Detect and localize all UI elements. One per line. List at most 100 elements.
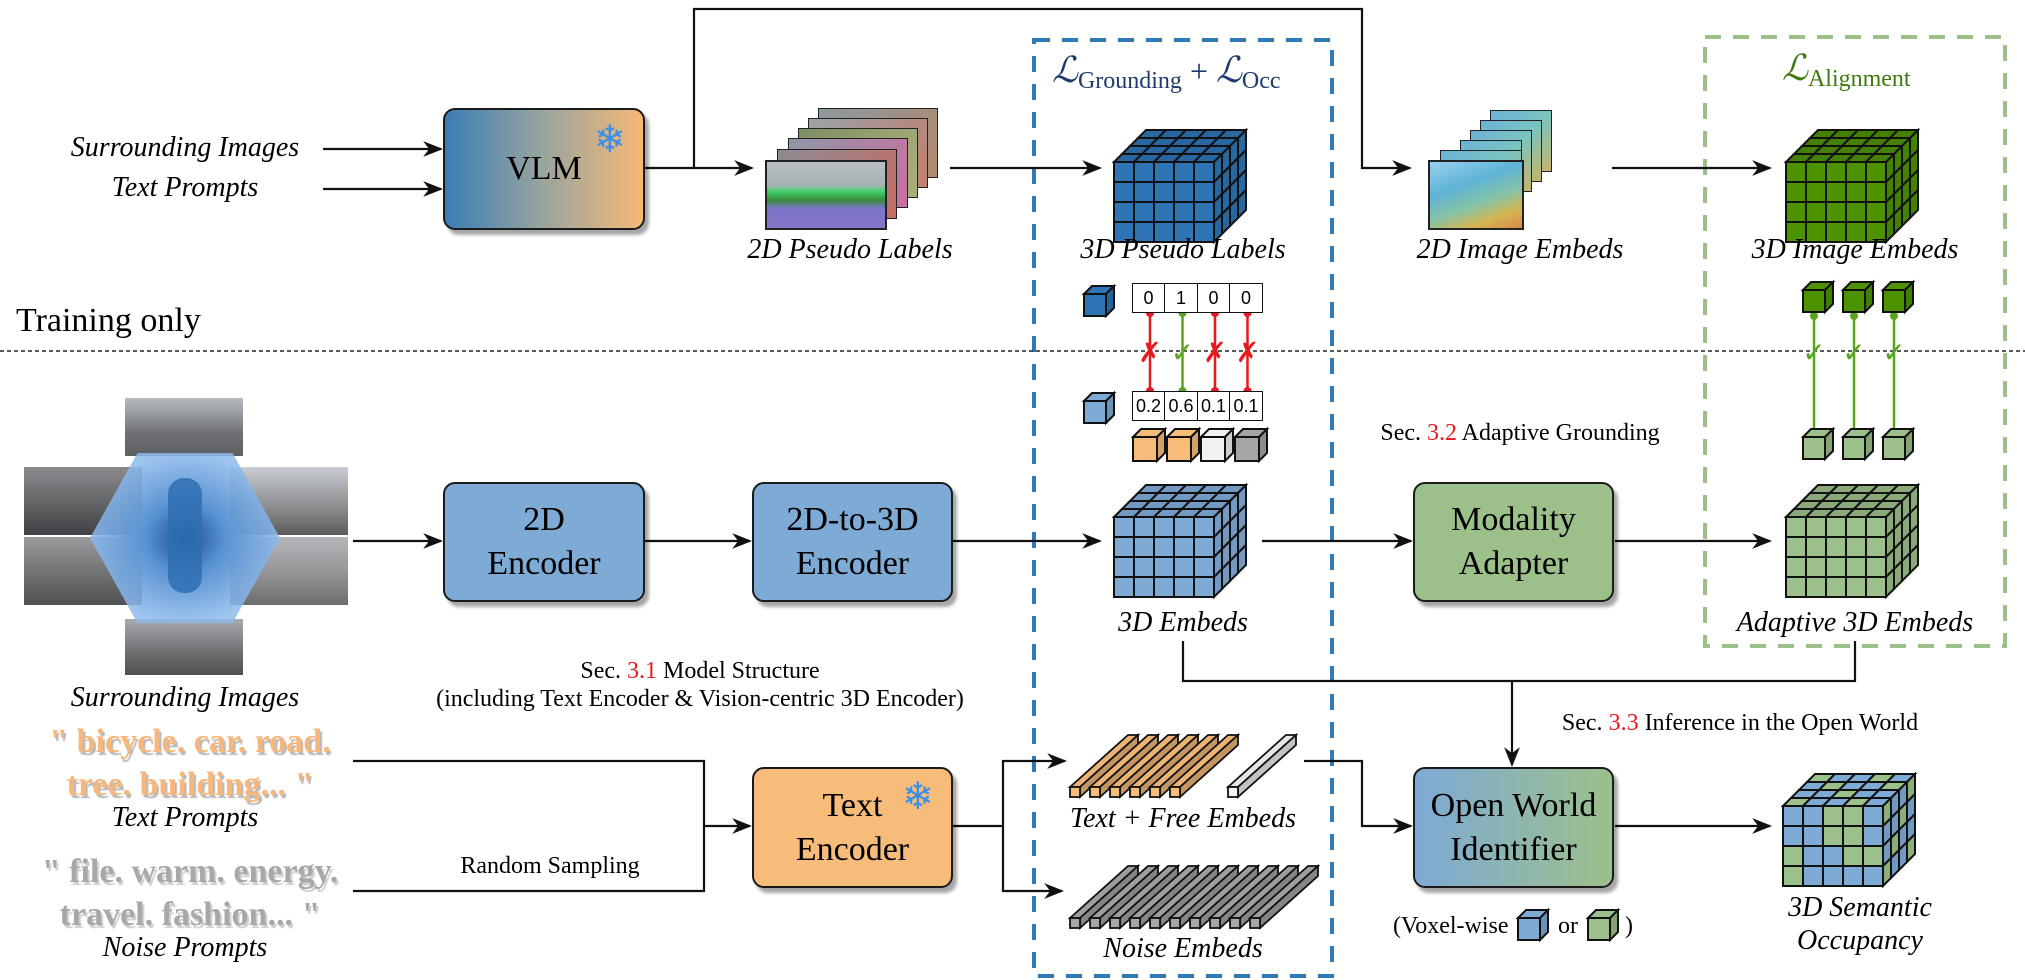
link-dot bbox=[1810, 312, 1818, 320]
vlm-label: VLM bbox=[506, 150, 582, 187]
bar-front bbox=[1129, 917, 1141, 929]
text-encoder-label-l2: Encoder bbox=[795, 830, 910, 868]
voxel-front bbox=[1865, 161, 1887, 183]
voxel-front bbox=[1785, 201, 1807, 223]
snowflake-icon: ❄ bbox=[594, 117, 626, 161]
voxel-front bbox=[1173, 576, 1195, 598]
voxel-front bbox=[1805, 536, 1827, 558]
bar-front bbox=[1109, 786, 1121, 798]
voxel-front bbox=[1845, 516, 1867, 538]
voxel-front bbox=[1133, 161, 1155, 183]
prediction-cell: 0.2 bbox=[1131, 391, 1166, 421]
random-sampling-label: Random Sampling bbox=[460, 853, 640, 879]
image-embed-voxel-icon bbox=[1880, 279, 1916, 315]
bar-front bbox=[1227, 786, 1239, 798]
arrow-to-text-free-embeds bbox=[1001, 753, 1067, 826]
surrounding-images-label: Surrounding Images bbox=[70, 682, 300, 713]
3d-image-embeds-label: 3D Image Embeds bbox=[1751, 234, 1959, 265]
voxel-front bbox=[1822, 865, 1844, 887]
cube-front bbox=[1802, 289, 1826, 313]
voxel-front bbox=[1862, 825, 1884, 847]
voxel-front bbox=[1173, 556, 1195, 578]
bar-front bbox=[1129, 786, 1141, 798]
voxel-front bbox=[1862, 805, 1884, 827]
voxel-front bbox=[1113, 576, 1135, 598]
voxel-front bbox=[1845, 556, 1867, 578]
target-cell: 0 bbox=[1196, 283, 1231, 313]
adaptive-embed-voxel-icon bbox=[1800, 426, 1836, 462]
sec-3-3-title: Sec. 3.3 Inference in the Open World bbox=[1561, 710, 1919, 736]
voxel-front bbox=[1113, 536, 1135, 558]
voxel-cubes bbox=[1081, 127, 1921, 943]
adaptive-3d-embeds-label: Adaptive 3D Embeds bbox=[1736, 607, 1974, 638]
noise-embed-bar bbox=[1247, 863, 1321, 931]
input-surrounding-images-label: Surrounding Images bbox=[70, 132, 300, 163]
voxel-front bbox=[1153, 201, 1175, 223]
voxel-front bbox=[1865, 536, 1887, 558]
vlm-box[interactable]: VLM bbox=[443, 108, 645, 230]
free-embed-bar bbox=[1225, 732, 1299, 800]
3d-semantic-occupancy-cube bbox=[1780, 771, 1918, 889]
pseudo-label-voxel-icon bbox=[1081, 283, 1117, 319]
voxel-front bbox=[1842, 865, 1864, 887]
voxel-front bbox=[1193, 556, 1215, 578]
cube-front bbox=[1842, 289, 1866, 313]
bar-front bbox=[1089, 917, 1101, 929]
voxel-front bbox=[1133, 576, 1155, 598]
voxel-front bbox=[1785, 181, 1807, 203]
voxel-front bbox=[1173, 536, 1195, 558]
voxel-front bbox=[1782, 805, 1804, 827]
bar-front bbox=[1089, 786, 1101, 798]
voxel-front bbox=[1825, 536, 1847, 558]
cube-front bbox=[1882, 436, 1906, 460]
voxel-front bbox=[1782, 825, 1804, 847]
3d-embeds-cube bbox=[1111, 482, 1249, 600]
voxel-front bbox=[1133, 556, 1155, 578]
voxel-front bbox=[1845, 576, 1867, 598]
voxel-front bbox=[1805, 161, 1827, 183]
voxel-front bbox=[1785, 516, 1807, 538]
voxel-front bbox=[1825, 556, 1847, 578]
noise-embed-bar bbox=[1087, 863, 1161, 931]
cross-icon: ✗ bbox=[1203, 336, 1226, 369]
wire-3d-embeds-merge bbox=[1181, 641, 1857, 683]
voxel-front bbox=[1173, 201, 1195, 223]
target-cell: 0 bbox=[1229, 283, 1263, 313]
cube-front bbox=[1234, 436, 1260, 462]
prediction-cell: 0.1 bbox=[1196, 391, 1231, 421]
voxel-front bbox=[1153, 576, 1175, 598]
voxel-front bbox=[1865, 201, 1887, 223]
voxel-front bbox=[1173, 181, 1195, 203]
voxel-front bbox=[1193, 576, 1215, 598]
voxel-front bbox=[1133, 516, 1155, 538]
voxel-front bbox=[1193, 201, 1215, 223]
sec-3-1-title: Sec. 3.1 Model Structure bbox=[580, 658, 820, 684]
voxel-front bbox=[1805, 201, 1827, 223]
grounding-match-links: ✗✓✗✗ bbox=[1138, 309, 1259, 395]
voxel-front bbox=[1785, 536, 1807, 558]
cube-front bbox=[1166, 436, 1192, 462]
voxel-front bbox=[1825, 576, 1847, 598]
occupancy-label-l1: 3D Semantic bbox=[1788, 892, 1932, 923]
voxel-front bbox=[1153, 516, 1175, 538]
voxel-front bbox=[1842, 845, 1864, 867]
voxel-front bbox=[1113, 516, 1135, 538]
target-cell: 0 bbox=[1131, 283, 1166, 313]
bar-front bbox=[1249, 917, 1261, 929]
bar-front bbox=[1169, 917, 1181, 929]
target-cell: 1 bbox=[1164, 283, 1198, 313]
voxel-front bbox=[1842, 825, 1864, 847]
cube-front bbox=[1882, 289, 1906, 313]
voxel-front bbox=[1825, 201, 1847, 223]
snowflake-icon: ❄ bbox=[902, 774, 934, 818]
3d-image-embeds-cube bbox=[1783, 127, 1921, 245]
alignment-loss-title: ℒAlignment bbox=[1782, 48, 1911, 92]
link-dot bbox=[1850, 312, 1858, 320]
bar-front bbox=[1069, 786, 1081, 798]
bar-front bbox=[1149, 917, 1161, 929]
